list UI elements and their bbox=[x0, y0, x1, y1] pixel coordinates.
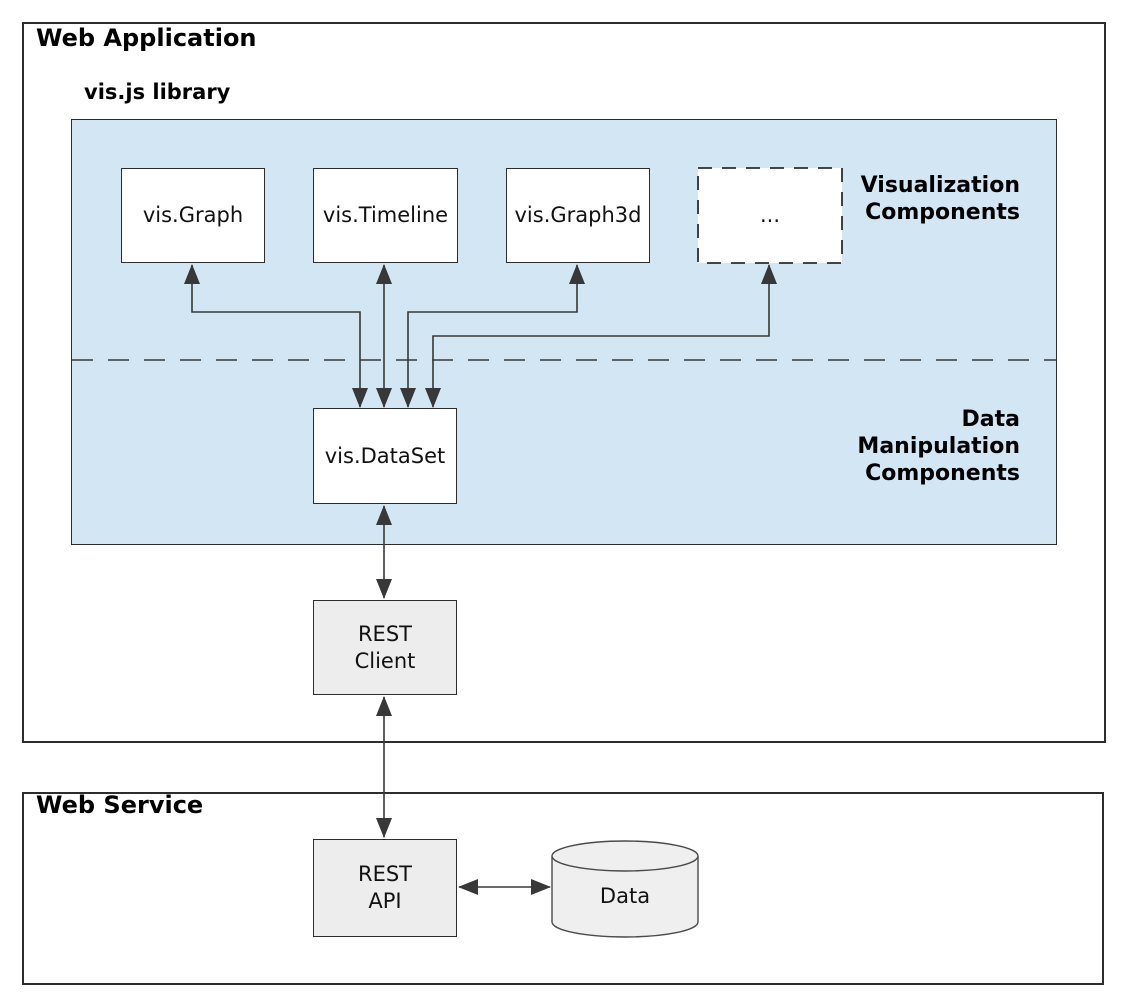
data-manipulation-components-label: Data Manipulation Components bbox=[857, 407, 1020, 486]
visualization-components-label: Visualization Components bbox=[860, 173, 1020, 225]
box-more-components: ... bbox=[759, 203, 781, 227]
data-store-label: Data bbox=[599, 883, 651, 908]
box-rest-api: REST API bbox=[313, 839, 457, 937]
box-rest-client: REST Client bbox=[313, 600, 457, 695]
box-vis-timeline: vis.Timeline bbox=[313, 168, 458, 263]
web-application-title: Web Application bbox=[36, 24, 257, 52]
vis-library-title: vis.js library bbox=[84, 80, 231, 104]
box-vis-graph: vis.Graph bbox=[121, 168, 265, 263]
box-vis-graph3d: vis.Graph3d bbox=[506, 168, 650, 263]
box-vis-dataset: vis.DataSet bbox=[313, 408, 457, 504]
web-service-title: Web Service bbox=[36, 791, 204, 819]
